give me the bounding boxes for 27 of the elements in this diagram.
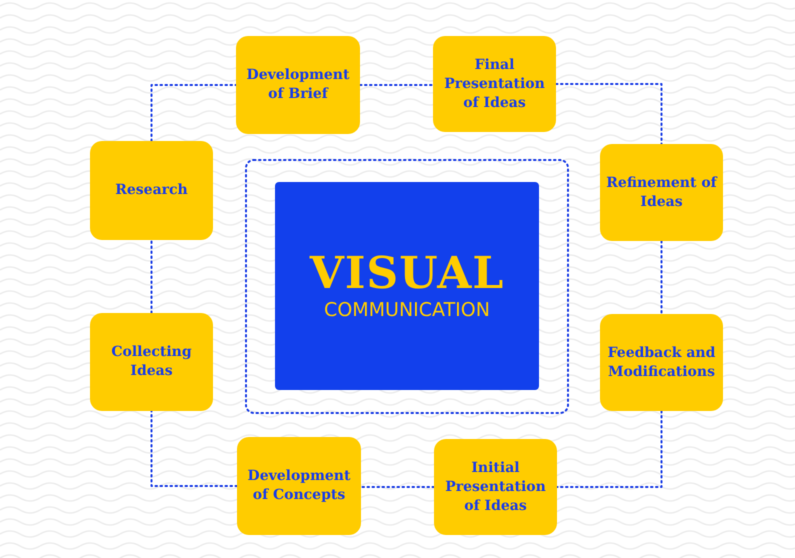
process-box <box>90 313 213 411</box>
step-label: Collecting Ideas <box>110 343 193 381</box>
subtitle-text: COMMUNICATION <box>324 298 490 322</box>
step-label: Refinement of Ideas <box>605 174 718 212</box>
step-label: Research <box>115 181 188 200</box>
dotted-connector <box>556 410 662 488</box>
process-box <box>434 439 557 535</box>
dotted-connector <box>150 239 152 314</box>
step-label: Feedback and Modifications <box>606 344 716 382</box>
step-label: Development of Concepts <box>246 467 352 505</box>
process-box <box>90 141 213 240</box>
dotted-connector <box>359 84 434 86</box>
process-box <box>600 314 723 411</box>
step-label: Development of Brief <box>246 66 350 104</box>
dotted-connector <box>660 240 662 315</box>
process-box <box>433 36 556 132</box>
dotted-connector <box>150 410 238 487</box>
step-label: Final Presentation of Ideas <box>443 56 546 112</box>
title-text: VISUAL <box>310 250 504 298</box>
process-box <box>236 36 360 134</box>
process-box <box>237 437 361 535</box>
dotted-connector <box>150 84 237 142</box>
step-label: Initial Presentation of Ideas <box>444 458 547 516</box>
process-box <box>600 144 723 241</box>
title-panel <box>275 182 539 390</box>
dotted-connector <box>555 83 662 145</box>
dotted-connector <box>360 486 435 488</box>
